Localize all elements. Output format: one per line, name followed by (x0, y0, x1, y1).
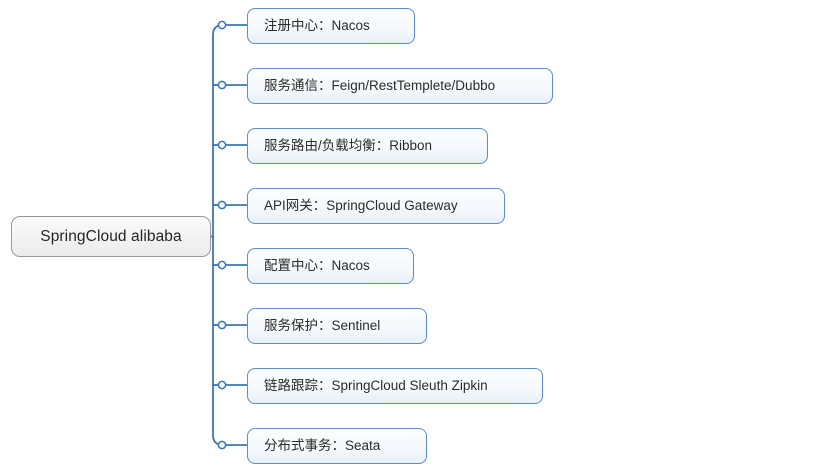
branch-node-registry[interactable]: 注册中心：Nacos (247, 8, 415, 44)
branch-node-label: 服务通信：Feign/RestTemplete/Dubbo (264, 78, 496, 94)
branch-node-communication[interactable]: 服务通信：Feign/RestTemplete/Dubbo (247, 68, 553, 104)
branch-node-label: 服务路由/负载均衡：Ribbon (264, 138, 433, 154)
root-node-label: SpringCloud alibaba (40, 227, 182, 245)
branch-node-config-center[interactable]: 配置中心：Nacos (247, 248, 414, 284)
branch-node-api-gateway[interactable]: API网关：SpringCloud Gateway (247, 188, 505, 224)
branch-node-label: 配置中心：Nacos (264, 258, 370, 274)
branch-node-distributed-transaction[interactable]: 分布式事务：Seata (247, 428, 427, 464)
branch-node-routing-loadbalance[interactable]: 服务路由/负载均衡：Ribbon (247, 128, 488, 164)
branch-node-label: 服务保护：Sentinel (264, 318, 381, 334)
branch-node-label: API网关：SpringCloud Gateway (264, 198, 458, 214)
branch-node-label: 链路跟踪：SpringCloud Sleuth Zipkin (264, 378, 488, 394)
branch-node-label: 注册中心：Nacos (264, 18, 370, 34)
branch-node-label: 分布式事务：Seata (264, 438, 381, 454)
branch-node-service-protection[interactable]: 服务保护：Sentinel (247, 308, 427, 344)
root-node[interactable]: SpringCloud alibaba (11, 216, 211, 257)
branch-node-tracing[interactable]: 链路跟踪：SpringCloud Sleuth Zipkin (247, 368, 543, 404)
